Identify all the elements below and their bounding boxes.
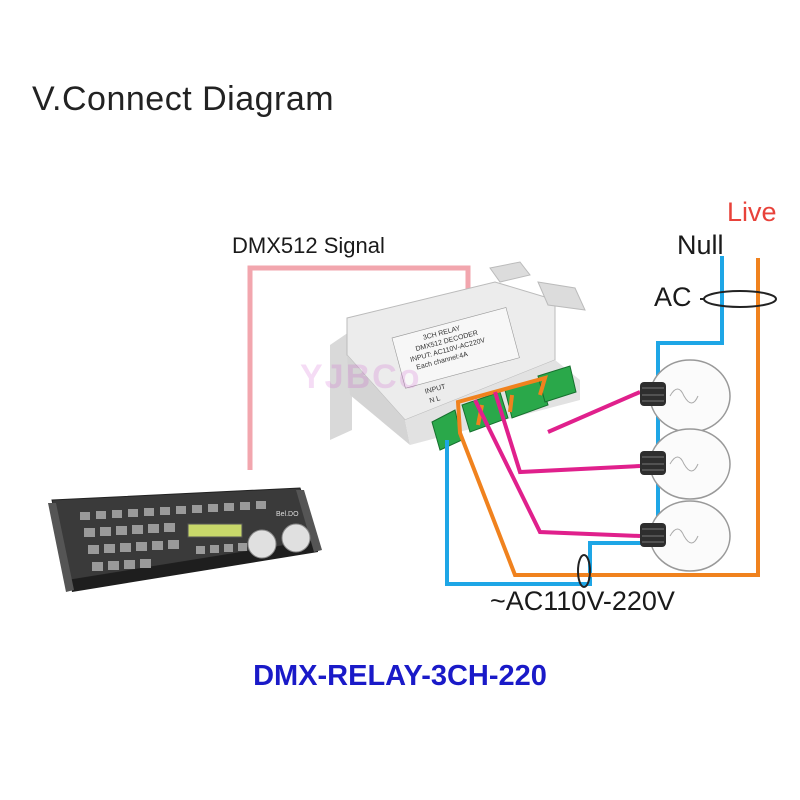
ac-cable-ring [703, 290, 777, 308]
bulb-1 [640, 359, 731, 433]
dmx-signal-label: DMX512 Signal [232, 233, 385, 258]
decoder-input-terminals: N L [429, 395, 441, 405]
console-buttons [80, 501, 266, 571]
watermark: YJBCo [300, 358, 422, 396]
bulb-2 [640, 428, 731, 500]
page-title: V.Connect Diagram [32, 80, 335, 118]
console-lcd [187, 523, 243, 538]
live-label: Live [727, 197, 777, 227]
null-label: Null [677, 230, 724, 260]
console-brand: Bel.DO [276, 511, 299, 518]
dmx-console: Bel.DO [48, 487, 322, 592]
bulb-3 [640, 500, 731, 572]
ac-label: AC [654, 282, 692, 312]
console-jog-right [281, 523, 311, 553]
model-name: DMX-RELAY-3CH-220 [253, 660, 547, 692]
live-wiring [455, 258, 760, 577]
mains-cable-ring [577, 554, 591, 588]
dmx-signal-cable [247, 265, 471, 470]
console-jog-left [247, 529, 277, 559]
relay-decoder: 3CH RELAY DMX512 DECODER INPUT: AC110V-A… [330, 261, 586, 451]
voltage-label: ~AC110V-220V [490, 586, 675, 616]
channel-wiring [473, 390, 641, 538]
